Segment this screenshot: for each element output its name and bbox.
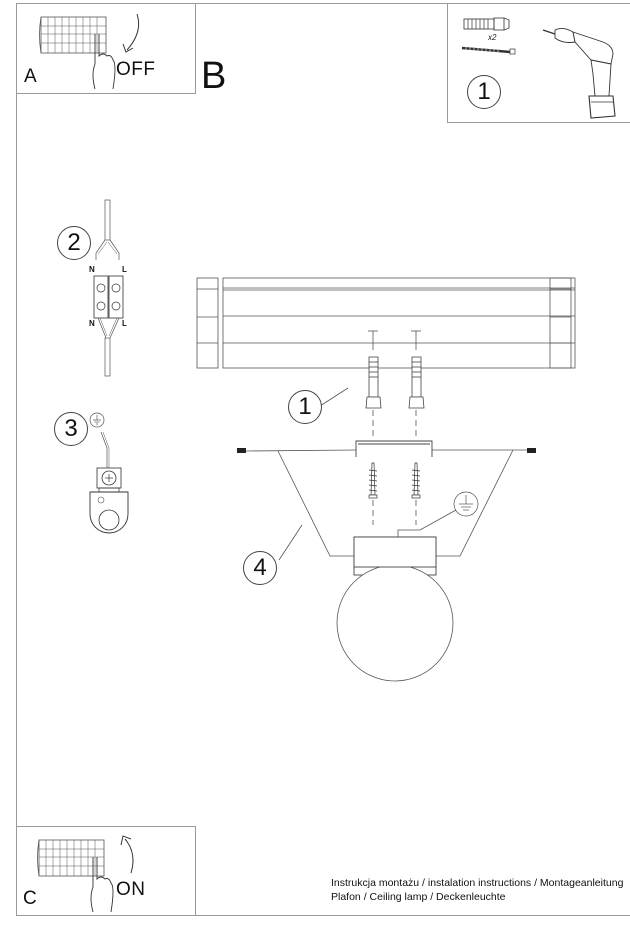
tools-panel: x2 1: [447, 3, 630, 123]
step-c-panel: C ON: [16, 826, 196, 916]
breaker-panel-icon: [39, 16, 107, 54]
frame-top-line: [16, 3, 630, 4]
off-label: OFF: [116, 59, 156, 80]
frame-left-line: [16, 3, 17, 916]
quantity-label: x2: [488, 33, 497, 42]
arrow-up-icon: [120, 835, 134, 874]
side-screw-left-icon: [237, 448, 246, 453]
neutral-label-top: N: [89, 265, 95, 274]
connector-block-icon: [93, 199, 124, 377]
globe-shade-icon: [336, 564, 454, 682]
hand-icon: [90, 857, 114, 913]
ground-symbol-icon: [453, 491, 479, 517]
ground-terminal-icon: [89, 431, 129, 534]
step-1-badge: 1: [467, 75, 501, 109]
callout-4-badge: 4: [243, 551, 277, 585]
screw-icon: [368, 462, 421, 499]
caption-line-2: Plafon / Ceiling lamp / Deckenleuchte: [331, 890, 506, 903]
screw-icon: [461, 46, 516, 55]
on-label: ON: [116, 879, 146, 900]
step-a-label: A: [24, 66, 37, 87]
mounting-bracket-icon: [355, 440, 433, 457]
ground-icon: [89, 412, 105, 428]
document-caption: Instrukcja montażu / instalation instruc…: [331, 877, 623, 904]
step-a-panel: A OFF: [16, 3, 196, 94]
drill-icon: [542, 27, 616, 119]
step-c-label: C: [23, 888, 37, 909]
wall-plug-icon: [463, 17, 510, 31]
live-label-top: L: [122, 265, 127, 274]
callout-1-badge: 1: [288, 390, 322, 424]
side-screw-right-icon: [527, 448, 536, 453]
frame-bottom-line: [16, 915, 630, 916]
live-label-bottom: L: [122, 319, 127, 328]
step-2-badge: 2: [57, 226, 91, 260]
wall-plug-icon: [365, 356, 425, 409]
arrow-down-icon: [122, 13, 140, 53]
ceiling-icon: [196, 277, 576, 369]
neutral-label-bottom: N: [89, 319, 95, 328]
step-3-badge: 3: [54, 412, 88, 446]
caption-line-1: Instrukcja montażu / instalation instruc…: [331, 877, 624, 889]
hand-icon: [92, 34, 116, 90]
step-b-label: B: [201, 55, 227, 97]
